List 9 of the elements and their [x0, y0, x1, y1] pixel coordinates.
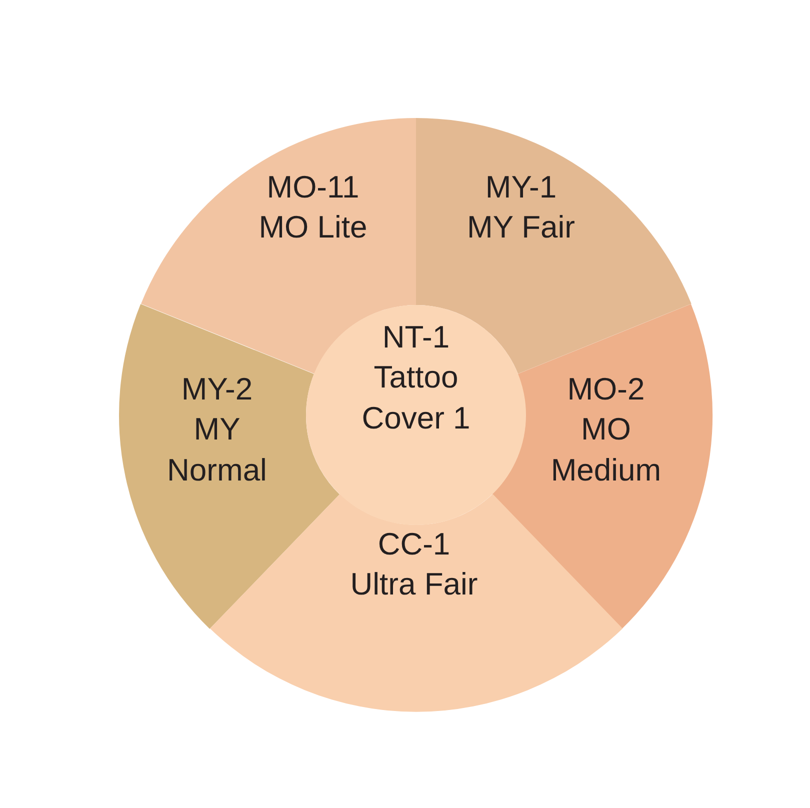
shade-label: MY-1 MY Fair — [466, 168, 576, 247]
wheel-segment — [210, 494, 622, 712]
shade-label: MO-2 MO Medium — [550, 370, 662, 490]
shade-label: NT-1 Tattoo Cover 1 — [360, 318, 472, 438]
wheel-segment — [492, 304, 713, 629]
wheel-segment — [119, 304, 340, 629]
shade-label: CC-1 Ultra Fair — [349, 526, 479, 604]
shade-label: MY-2 MY Normal — [166, 370, 268, 490]
shade-label: MO-11 MO Lite — [258, 168, 368, 247]
